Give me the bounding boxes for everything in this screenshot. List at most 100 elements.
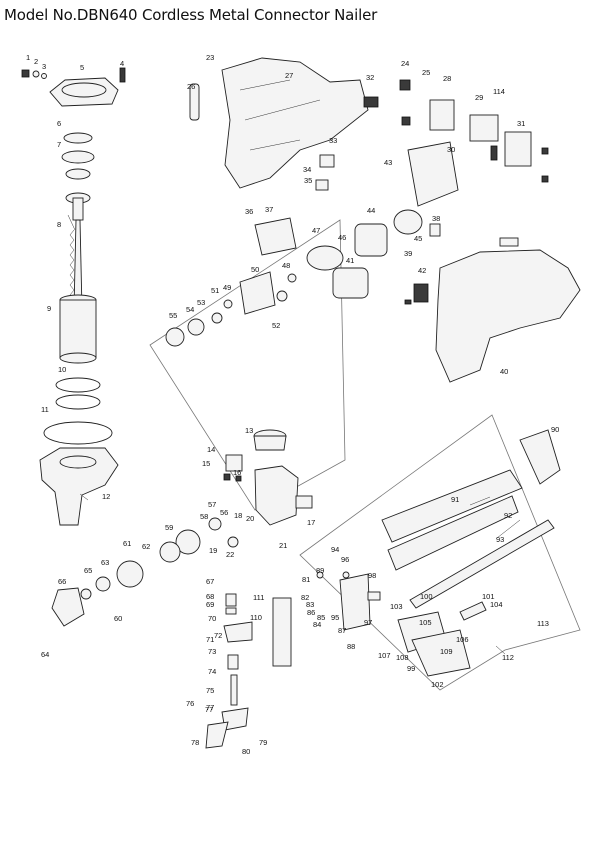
part-number-label: 18 [234,511,242,520]
part-number-label: 69 [206,600,214,609]
part-number-label: 80 [242,747,250,756]
part-number-label: 77 [205,705,213,714]
part-number-label: 43 [384,158,392,167]
part-number-label: 11 [41,405,49,414]
part-number-label: 72 [214,631,222,640]
part-switch-group [399,79,549,183]
part-number-label: 112 [502,653,514,662]
part-number-label: 16 [233,468,241,477]
part-number-label: 64 [41,650,49,659]
part-number-label: 62 [142,542,150,551]
magazine-assembly-frame [299,414,581,691]
part-rings [61,132,95,180]
part-number-label: 56 [220,508,228,517]
part-number-label: 23 [206,53,214,62]
part-bracket-17 [254,465,313,526]
part-gear-housing [165,271,276,347]
part-number-label: 90 [551,425,559,434]
part-number-label: 97 [364,618,372,627]
diagram-title: Model No.DBN640 Cordless Metal Connector… [4,6,378,24]
part-number-label: 65 [84,566,92,575]
part-number-label: 25 [422,68,430,77]
part-number-label: 60 [114,614,122,623]
part-number-label: 77 [206,703,214,712]
part-number-label: 17 [307,518,315,527]
part-number-label: 70 [208,614,216,623]
part-number-label: 8 [57,220,61,229]
part-number-label: 40 [500,367,508,376]
part-gears [51,517,239,627]
part-number-label: 53 [197,298,205,307]
part-number-label: 33 [329,136,337,145]
part-number-label: 36 [245,207,253,216]
part-number-label: 24 [401,59,409,68]
part-number-label: 110 [250,613,262,622]
part-number-label: 12 [102,492,110,501]
part-number-label: 7 [57,140,61,149]
part-number-label: 32 [366,73,374,82]
part-number-label: 92 [504,511,512,520]
part-small-items-33 [315,154,335,191]
part-number-label: 52 [272,321,280,330]
part-number-label: 42 [418,266,426,275]
part-number-label: 58 [200,512,208,521]
part-number-label: 73 [208,647,216,656]
part-number-label: 68 [206,592,214,601]
part-orings [43,377,113,445]
part-number-label: 37 [265,205,273,214]
part-number-label: 102 [431,680,444,689]
part-number-label: 19 [209,546,217,555]
part-number-label: 114 [493,87,505,96]
part-number-label: 48 [282,261,290,270]
part-number-label: 67 [206,577,214,586]
part-main-housing [404,237,581,383]
part-number-label: 103 [390,602,403,611]
part-cylinder-base [39,447,119,526]
part-number-label: 13 [245,426,253,435]
part-number-label: 57 [208,500,216,509]
part-number-label: 104 [490,600,503,609]
part-number-label: 28 [443,74,451,83]
part-number-label: 101 [482,592,495,601]
part-number-label: 31 [517,119,525,128]
part-number-label: 35 [304,176,312,185]
part-number-label: 38 [432,214,440,223]
part-number-label: 100 [420,592,433,601]
part-number-label: 5 [80,63,84,72]
part-number-label: 109 [440,647,453,656]
part-number-label: 98 [368,571,376,580]
part-number-label: 55 [169,311,177,320]
part-number-label: 47 [312,226,320,235]
part-number-label: 66 [58,577,66,586]
part-controller-board [407,141,459,207]
part-number-label: 91 [451,495,459,504]
part-number-label: 76 [186,699,194,708]
part-number-label: 84 [313,620,321,629]
part-number-label: 41 [346,256,354,265]
part-number-label: 88 [347,642,355,651]
part-number-label: 1 [26,53,30,62]
part-number-label: 111 [253,593,264,602]
part-number-label: 26 [187,82,195,91]
part-number-label: 14 [207,445,215,454]
part-number-label: 86 [307,608,315,617]
part-number-label: 3 [42,62,46,71]
part-number-label: 79 [259,738,267,747]
part-number-label: 75 [206,686,214,695]
part-number-label: 29 [475,93,483,102]
part-number-label: 106 [456,635,469,644]
part-number-label: 44 [367,206,375,215]
part-number-label: 95 [331,613,339,622]
part-number-label: 82 [301,593,309,602]
part-number-label: 96 [341,555,349,564]
part-number-label: 15 [202,459,210,468]
part-number-label: 54 [186,305,194,314]
label-leaders [67,69,521,655]
part-number-label: 34 [303,165,311,174]
part-number-label: 99 [407,664,415,673]
part-number-label: 20 [246,514,254,523]
part-number-label: 87 [338,626,346,635]
part-housing-half [189,57,379,189]
